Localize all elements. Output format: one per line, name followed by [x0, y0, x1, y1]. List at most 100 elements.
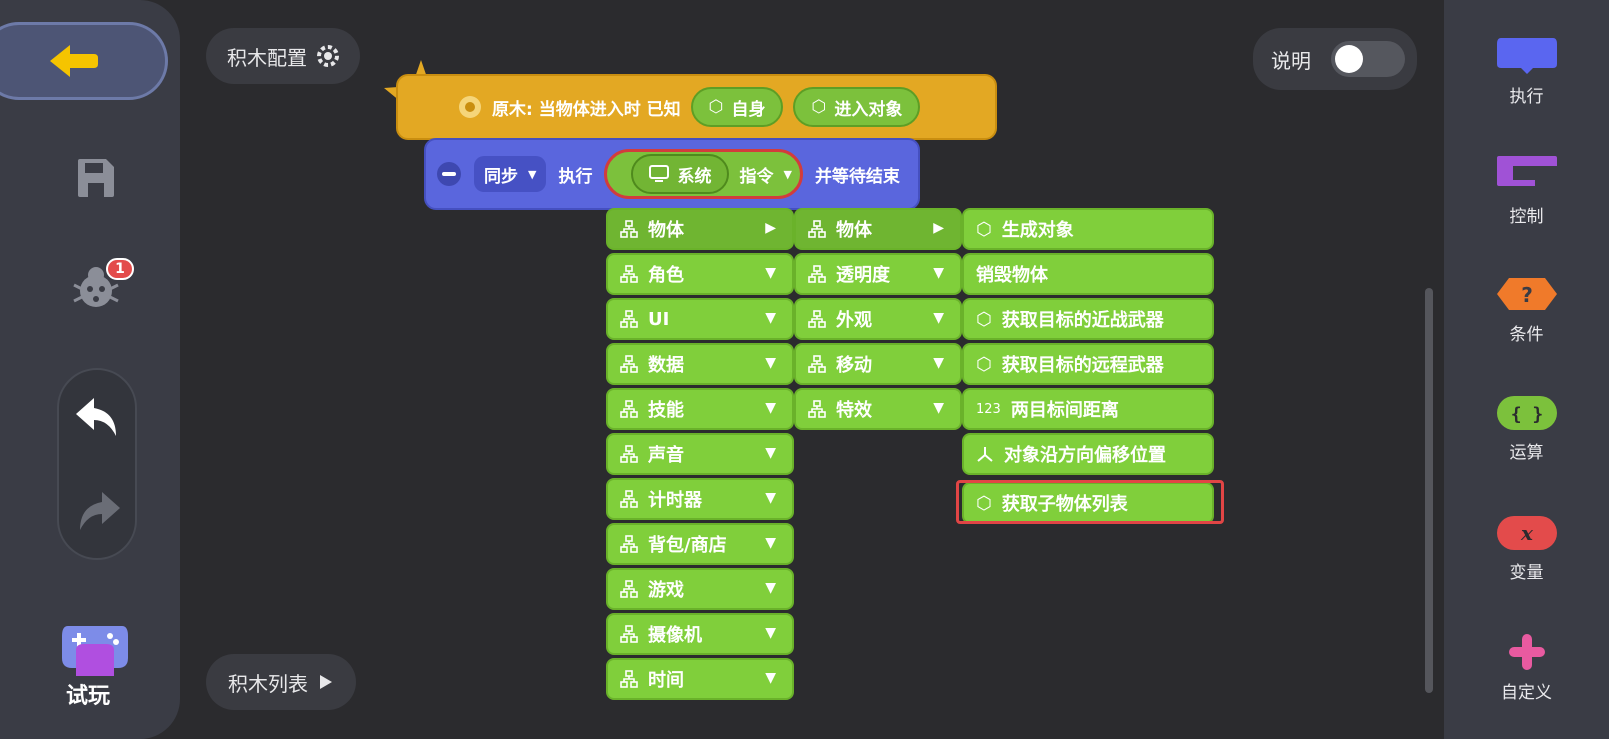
tree-icon	[620, 625, 638, 643]
self-chip[interactable]: ⬡ 自身	[690, 87, 784, 127]
number-icon: 123	[976, 401, 1001, 417]
category-label: 变量	[1509, 563, 1544, 583]
right-arrow-icon: ▶	[765, 220, 776, 236]
menu2-item[interactable]: 移动▼	[794, 343, 962, 385]
undo-button[interactable]	[73, 392, 123, 442]
event-title: 原木: 当物体进入时 已知	[492, 99, 681, 120]
category-operation[interactable]: { } 运算	[1444, 394, 1609, 463]
menu2-item[interactable]: 外观▼	[794, 298, 962, 340]
menu1-label: 游戏	[648, 580, 684, 601]
menu1-label: UI	[648, 308, 670, 330]
sync-mode-dropdown[interactable]: 同步 ▼	[474, 156, 547, 192]
try-play-button[interactable]	[58, 616, 132, 680]
menu1-item[interactable]: 物体▶	[606, 208, 794, 250]
svg-text:{ }: { }	[1510, 404, 1543, 425]
category-variable[interactable]: x 变量	[1444, 514, 1609, 583]
plus-icon	[1508, 634, 1545, 670]
menu2-item[interactable]: 特效▼	[794, 388, 962, 430]
system-chip-label: 系统	[677, 166, 712, 187]
tree-icon	[620, 670, 638, 688]
menu3-label: 生成对象	[1001, 220, 1074, 241]
block-config-label: 积木配置	[227, 45, 307, 70]
down-arrow-icon: ▼	[933, 265, 944, 281]
menu1-item[interactable]: 游戏 ▼	[606, 568, 794, 610]
play-triangle-icon	[320, 675, 332, 689]
wait-end-label: 并等待结束	[814, 166, 900, 187]
cube-icon: ⬡	[811, 97, 827, 117]
tree-icon	[620, 535, 638, 553]
redo-icon	[80, 492, 120, 530]
debug-button[interactable]	[68, 262, 124, 310]
tree-icon	[620, 580, 638, 598]
debug-badge: 1	[106, 258, 134, 280]
menu1-item[interactable]: 数据 ▼	[606, 343, 794, 385]
tree-icon	[808, 355, 826, 373]
block-config-button[interactable]: 积木配置	[206, 28, 360, 84]
save-button[interactable]	[76, 156, 116, 200]
menu1-item[interactable]: 背包/商店 ▼	[606, 523, 794, 565]
variable-shape-icon: x	[1496, 516, 1557, 550]
category-exec[interactable]: 执行	[1444, 36, 1609, 107]
selection-highlight	[956, 480, 1224, 524]
menu3-item[interactable]: ⬡获取目标的远程武器	[962, 343, 1214, 385]
menu3-item[interactable]: ⬡获取目标的近战武器	[962, 298, 1214, 340]
exec-shape-icon	[1496, 38, 1557, 74]
menu1-item[interactable]: 声音▼	[606, 433, 794, 475]
save-icon	[78, 159, 114, 197]
menu2-item[interactable]: 物体▶	[794, 208, 962, 250]
menu1-label: 声音	[648, 445, 684, 466]
menu1-item[interactable]: 摄像机▼	[606, 613, 794, 655]
category-custom[interactable]: 自定义	[1444, 632, 1609, 703]
menu2-item[interactable]: 透明度 ▼	[794, 253, 962, 295]
menu3-item[interactable]: 销毁物体	[962, 253, 1214, 295]
tree-icon	[808, 310, 826, 328]
menu3-label: 对象沿方向偏移位置	[1004, 445, 1166, 466]
menu3-item[interactable]: ⬡获取子物体列表	[962, 482, 1214, 524]
sync-mode-label: 同步	[484, 166, 518, 187]
menu3-item[interactable]: ⬡生成对象	[962, 208, 1214, 250]
system-chip[interactable]: 系统	[631, 154, 730, 194]
monitor-icon	[649, 165, 670, 182]
menu1-item[interactable]: UI▼	[606, 298, 794, 340]
gamepad-icon	[62, 626, 128, 676]
down-arrow-icon: ▼	[765, 670, 776, 686]
menu1-item[interactable]: 技能 ▼	[606, 388, 794, 430]
exec-block[interactable]: 同步 ▼ 执行 系统 指令 ▼ 并等待结束	[424, 138, 920, 210]
menu3-item[interactable]: 对象沿方向偏移位置	[962, 433, 1214, 475]
down-arrow-icon: ▼	[765, 355, 776, 371]
down-arrow-icon: ▼	[765, 535, 776, 551]
menu1-label: 数据	[648, 355, 684, 376]
menu2-label: 透明度	[836, 265, 890, 286]
category-panel: 执行 控制 ? 条件 { } 运算 x 变量 自定义	[1444, 0, 1609, 739]
menu1-label: 背包/商店	[648, 535, 727, 556]
back-button[interactable]	[0, 22, 168, 100]
help-label: 说明	[1271, 48, 1311, 73]
menu1-item[interactable]: 计时器▼	[606, 478, 794, 520]
left-sidebar	[0, 0, 180, 739]
try-play-label[interactable]: 试玩	[66, 684, 111, 709]
event-block[interactable]: 原木: 当物体进入时 已知 ⬡ 自身 ⬡ 进入对象	[396, 74, 997, 140]
menu1-label: 技能	[648, 400, 684, 421]
axis-icon	[977, 447, 993, 462]
dropdown-arrow-icon: ▼	[783, 167, 792, 181]
down-arrow-icon: ▼	[765, 580, 776, 596]
menu1-label: 角色	[648, 265, 684, 286]
category-label: 控制	[1509, 207, 1544, 227]
svg-text:x: x	[1520, 521, 1534, 545]
category-control[interactable]: 控制	[1444, 154, 1609, 227]
menu1-item[interactable]: 时间▼	[606, 658, 794, 700]
category-label: 运算	[1509, 443, 1544, 463]
block-list-button[interactable]: 积木列表	[206, 654, 356, 710]
flower-icon	[459, 96, 481, 118]
menu3-label: 销毁物体	[976, 265, 1048, 286]
help-toggle[interactable]	[1331, 41, 1405, 77]
system-command-slot[interactable]: 系统 指令 ▼	[604, 149, 803, 199]
menu1-item[interactable]: 角色▼	[606, 253, 794, 295]
scrollbar[interactable]	[1425, 288, 1433, 693]
redo-button[interactable]	[73, 486, 123, 536]
category-condition[interactable]: ? 条件	[1444, 276, 1609, 345]
down-arrow-icon: ▼	[765, 400, 776, 416]
back-arrow-icon	[50, 45, 98, 77]
enter-object-chip[interactable]: ⬡ 进入对象	[793, 87, 921, 127]
